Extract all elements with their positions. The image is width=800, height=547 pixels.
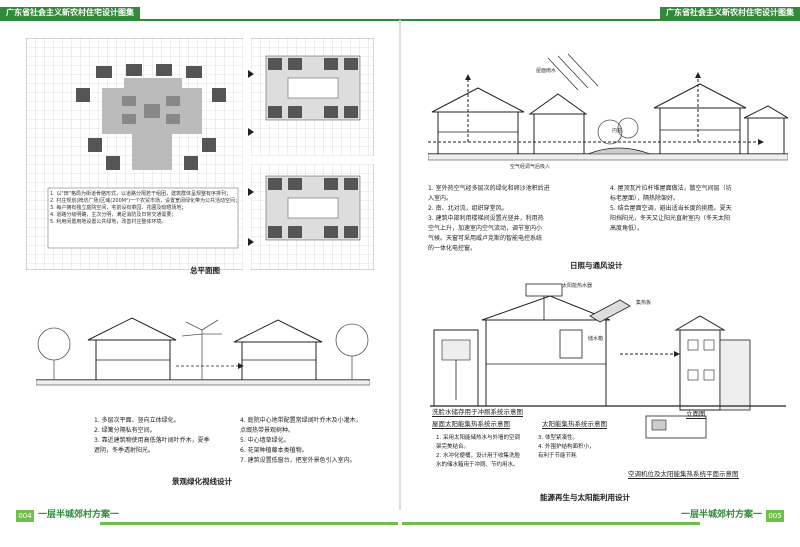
footer-page-right: 005 [766, 510, 784, 522]
energy-note-4: 水的储水箱用于冲厕、节约用水。 [436, 462, 519, 468]
land-note-5: 4. 庭院中心地带配置常绿阔叶乔木及小灌木， [240, 417, 362, 424]
land-note-7: 5. 中心墙草绿化。 [240, 437, 290, 444]
page-spine [399, 20, 401, 510]
vent-note-6: 气候。天窗可采用威卢克斯的智能电控系统 [428, 235, 543, 242]
site-note-5: 5. 利用闲置用地设置公共绿地，改善村庄整体环境。 [50, 219, 167, 225]
energy-note-5: 3. 体型紧凑性。 [538, 435, 578, 441]
energy-notes-right: 3. 体型紧凑性。 4. 外围护结构面积小， 有利于节能节耗 [538, 434, 595, 461]
vent-note-2: 入室内。 [428, 195, 453, 202]
energy-notes-left: 1. 采用太阳能储热水与外墙的空调 架完美结合。 2. 水冲化便桶，设计用于收集… [436, 434, 520, 470]
energy-label-heater: 太阳能热水器 [562, 283, 593, 289]
header-rule-left [0, 19, 400, 21]
energy-diagram-drawing [430, 283, 786, 439]
footer-text-left: 一层半城郊村方案一 [38, 510, 120, 520]
vent-note-12: 高度角低）。 [610, 225, 644, 232]
ventilation-label-courtyard: 内庭 [612, 128, 623, 134]
energy-sub-ac: 空调机位及太阳能集热系统平面示意图 [628, 470, 739, 479]
site-plan-notes: 1. 以"田"格局为街道骨骼形式，以道路分隔若干组团，建筑群体呈规整有序排列； … [50, 191, 240, 226]
ventilation-caption: 日照与通风设计 [570, 261, 623, 270]
footer-bar-right [402, 522, 700, 525]
vent-note-9: 标老屋面），隔热除架好。 [610, 195, 680, 202]
land-note-8: 6. 花架种植藤本类植物。 [240, 447, 308, 454]
energy-note-2: 架完美结合。 [436, 444, 470, 450]
site-note-3: 3. 每户拥有独立庭院空间，宅前设有菜园、花圃及晾晒场地； [50, 205, 187, 211]
site-note-4: 4. 道路分级明确，主次分明，满足消防及日常交通需要； [50, 212, 177, 218]
land-note-6: 点缀热带景观树种。 [240, 427, 295, 434]
site-plan-drawing [26, 38, 374, 270]
landscape-section-drawing [36, 317, 370, 386]
land-note-4: 遮阴，冬季透射阳光。 [94, 447, 155, 454]
energy-label-panel: 集热板 [636, 300, 652, 306]
energy-note-3: 2. 水冲化便桶，设计用于收集洗脸 [436, 453, 520, 459]
vent-note-1: 1. 室外热空气经多层次的绿化和卵沙池积后进 [428, 185, 550, 192]
ventilation-label-rain: 屋面雨水 [536, 68, 557, 74]
energy-note-7: 有利于节能节耗 [538, 453, 577, 459]
land-note-2: 2. 绿篱分隔私有空间。 [94, 427, 156, 434]
land-note-1: 1. 多层次平面、竖向立体绿化。 [94, 417, 180, 424]
site-note-1: 1. 以"田"格局为街道骨骼形式，以道路分隔若干组团，建筑群体呈规整有序排列； [50, 191, 231, 197]
energy-sub-roof: 屋面太阳能集热系统示意图 [432, 420, 510, 429]
vent-note-4: 3. 建筑中部利用楼梯间设置光竖井，利用热 [428, 215, 544, 222]
landscape-notes-left: 1. 多层次平面、竖向立体绿化。 2. 绿篱分隔私有空间。 3. 靠近建筑物使用… [94, 416, 210, 456]
vent-note-8: 4. 屋顶瓦片拉杆堆屋面做法，散空气间层（坊 [610, 185, 732, 192]
ventilation-section-drawing [428, 53, 788, 161]
footer-page-left: 004 [16, 510, 34, 522]
energy-sub-solar: 太阳能集热系统示意图 [542, 420, 607, 429]
ventilation-label-air: 空气经调气后吸入 [510, 164, 551, 170]
footer-text-right: 一层半城郊村方案一 [680, 510, 762, 520]
landscape-notes-right: 4. 庭院中心地带配置常绿阔叶乔木及小灌木， 点缀热带景观树种。 5. 中心墙草… [240, 416, 362, 466]
energy-note-6: 4. 外围护结构面积小， [538, 444, 595, 450]
energy-sub-elevation: 立面图 [686, 410, 706, 419]
vent-note-3: 2. 南、北对流，组织穿堂风。 [428, 205, 508, 212]
vent-note-11: 阳挡阳光，冬天又让阳光直射室内（冬天太阳 [610, 215, 731, 222]
landscape-caption: 景观绿化视线设计 [172, 477, 232, 486]
energy-note-1: 1. 采用太阳能储热水与外墙的空调 [436, 435, 520, 441]
header-title-right: 广东省社会主义新农村住宅设计图集 [660, 7, 800, 19]
ventilation-notes-right: 4. 屋顶瓦片拉杆堆屋面做法，散空气间层（坊 标老屋面），隔热除架好。 5. 结… [610, 184, 732, 234]
ventilation-notes-left: 1. 室外热空气经多层次的绿化和卵沙池积后进 入室内。 2. 南、北对流，组织穿… [428, 184, 550, 254]
site-note-2: 2. 村庄规划(牌坊广场)区域(200M²)一个农贸市场，设置宽阔绿化带为公共活… [50, 198, 241, 204]
header-rule-right [400, 19, 800, 21]
energy-sub-rain: 洗脸水储存用于冲厕系统示意图 [432, 408, 523, 417]
header-title-left: 广东省社会主义新农村住宅设计图集 [0, 7, 140, 19]
vent-note-5: 空气上升，加速室内空气流动，调节室内小 [428, 225, 543, 232]
land-note-9: 7. 建筑设置低窗台，把室外景色引入室内。 [240, 457, 356, 464]
energy-label-tank: 储水箱 [588, 336, 604, 342]
land-note-3: 3. 靠近建筑物使用高低落叶阔叶乔木，夏季 [94, 437, 210, 444]
energy-caption: 能源再生与太阳能利用设计 [540, 493, 630, 502]
vent-note-7: 的一体化电控窗。 [428, 245, 477, 252]
vent-note-10: 5. 结合屋面空调，避出适当长度的挑檐。夏天 [610, 205, 732, 212]
site-plan-caption: 总平面图 [190, 266, 220, 275]
footer-bar-left [100, 522, 398, 525]
